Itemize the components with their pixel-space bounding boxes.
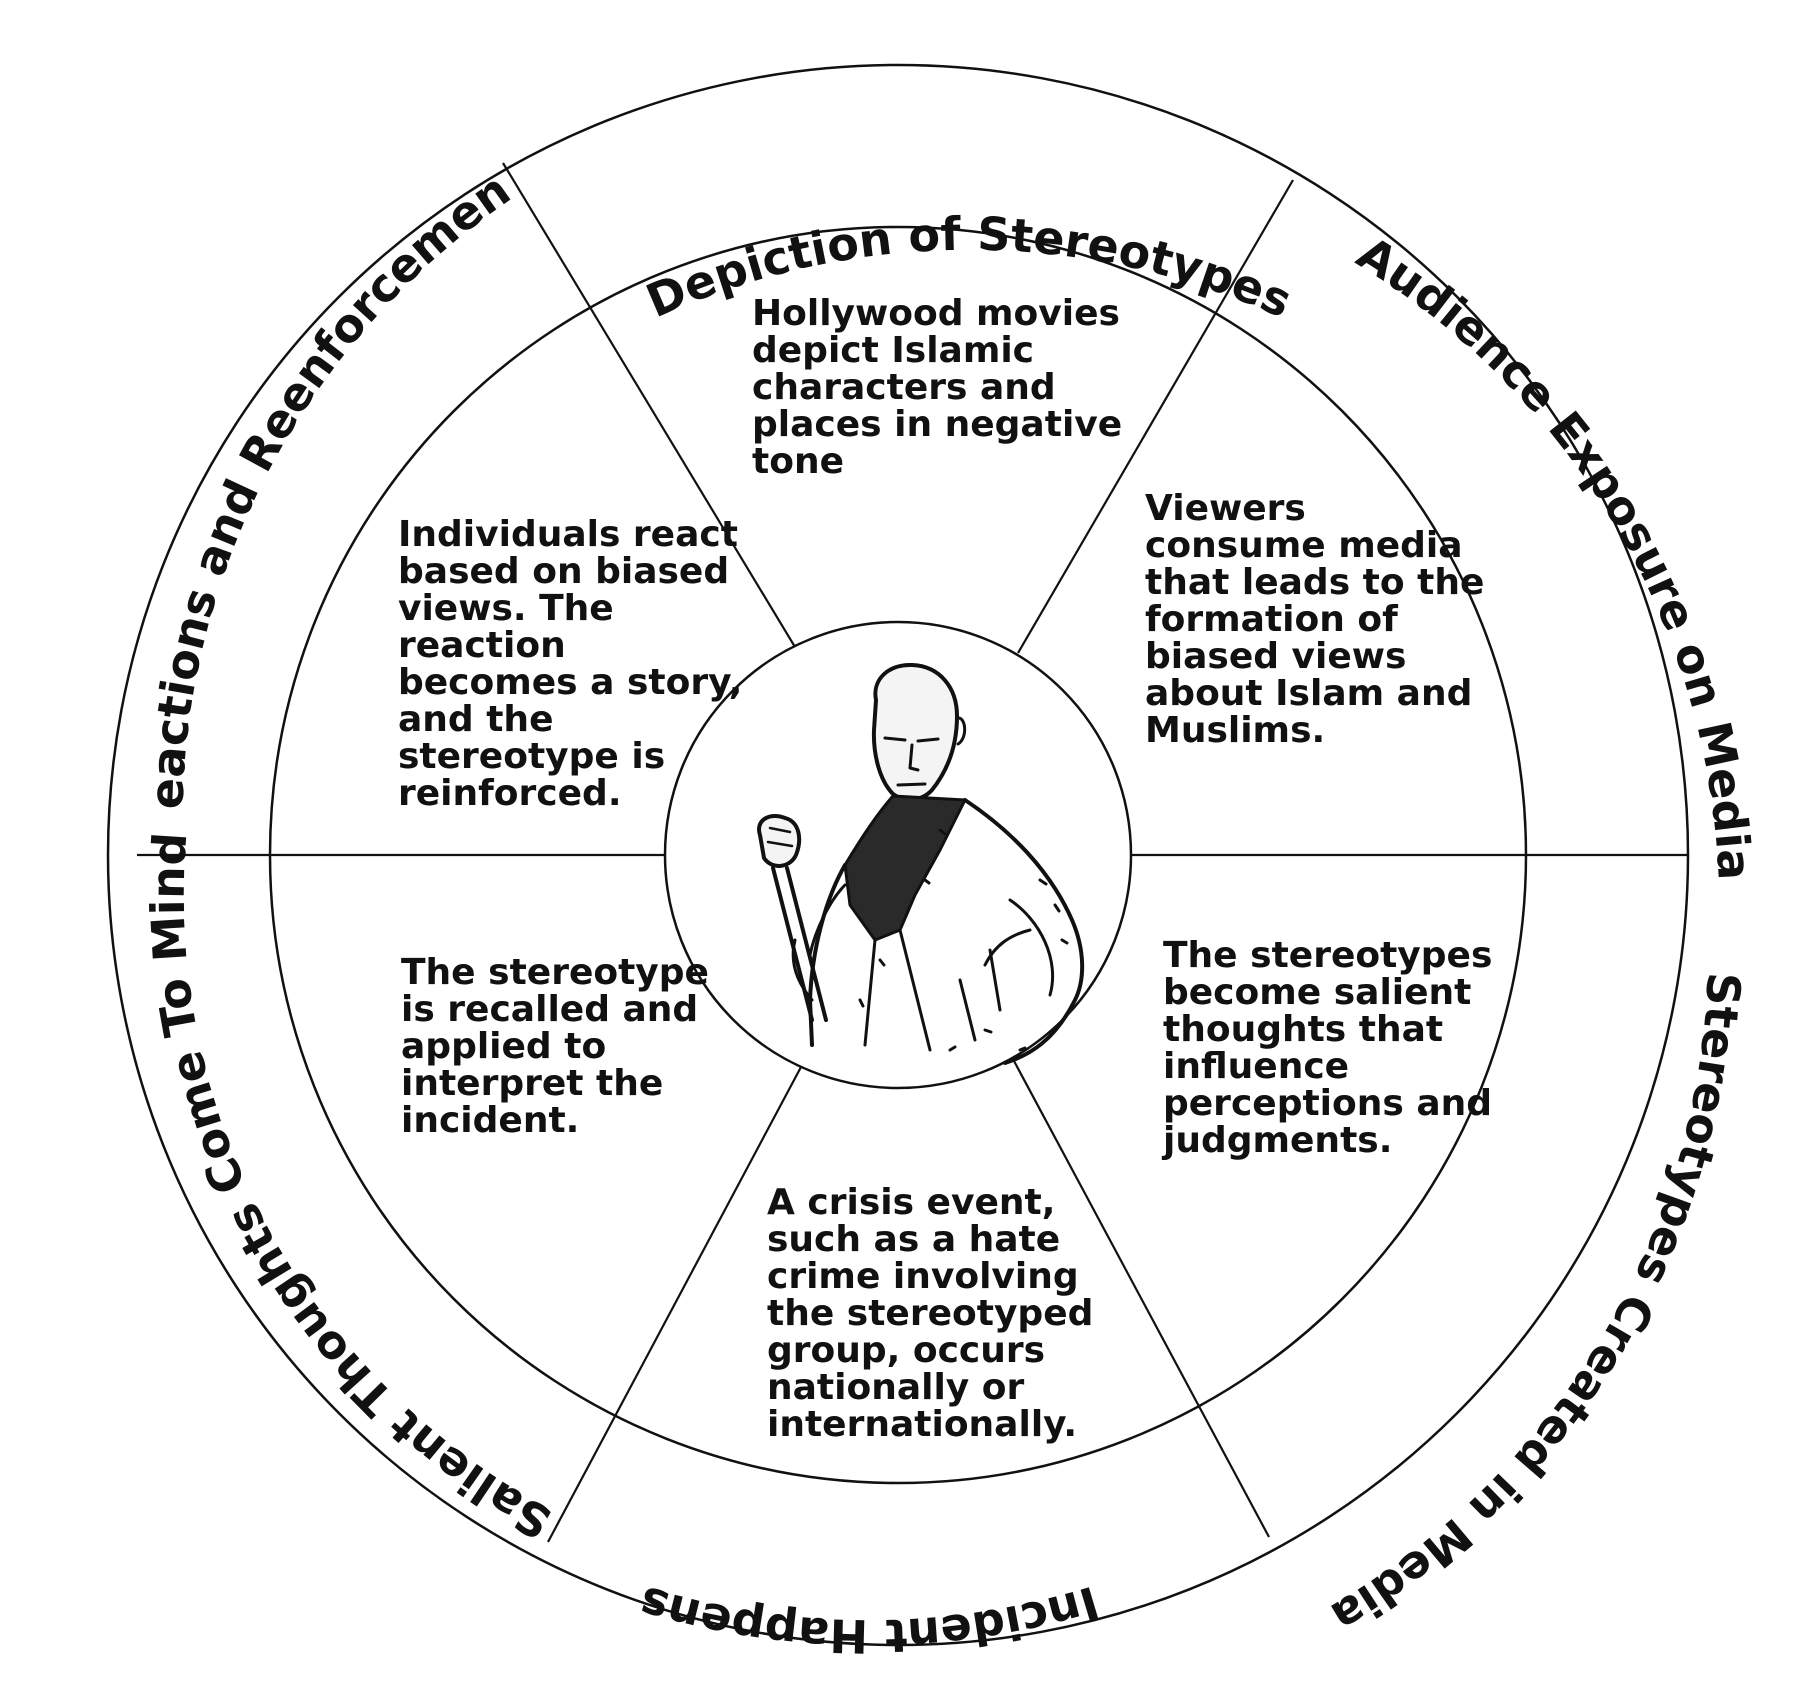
text-line: views. The — [398, 588, 614, 629]
text-line: Hollywood movies — [752, 293, 1120, 334]
segment-text-reactions: Individuals react based on biased views.… — [398, 516, 742, 812]
figure-hand-detail — [766, 826, 794, 848]
text-line: Muslims. — [1145, 710, 1326, 751]
text-line: group, occurs — [767, 1330, 1046, 1371]
text-line: crime involving — [767, 1256, 1079, 1297]
figure-texture — [858, 828, 1069, 1052]
text-line: incident. — [401, 1100, 580, 1141]
text-line: such as a hate — [767, 1219, 1061, 1260]
text-line: Viewers — [1145, 488, 1306, 529]
text-line: reaction — [398, 625, 566, 666]
divider-line — [502, 162, 796, 648]
segment-text-exposure: Viewers consume media that leads to the … — [1145, 490, 1484, 749]
text-line: become salient — [1163, 972, 1472, 1013]
text-line: the stereotyped — [767, 1293, 1094, 1334]
segment-dividers — [137, 162, 1688, 1543]
figure-coat — [808, 798, 1085, 1065]
divider-line — [547, 1066, 802, 1543]
text-line: becomes a story, — [398, 662, 743, 703]
text-line: tone — [752, 441, 844, 482]
text-line: depict Islamic — [752, 330, 1035, 371]
figure-scarf — [843, 794, 967, 942]
text-line: characters and — [752, 367, 1056, 408]
divider-line — [1013, 1060, 1270, 1538]
figure-staff — [771, 866, 828, 1022]
segment-text-incident: A crisis event, such as a hate crime inv… — [767, 1184, 1093, 1443]
text-line: applied to — [401, 1026, 607, 1067]
text-line: nationally or — [767, 1367, 1025, 1408]
center-illustration — [757, 662, 1085, 1065]
text-line: is recalled and — [401, 989, 699, 1030]
text-line: and the — [398, 699, 554, 740]
segment-title-salient: Salient Thoughts Come To Mind — [141, 831, 560, 1550]
figure-hand — [757, 814, 802, 868]
figure-ear — [955, 716, 967, 746]
divider-line — [1017, 179, 1294, 654]
text-line: reinforced. — [398, 773, 622, 814]
figure-face — [883, 736, 940, 787]
text-line: stereotype is — [398, 736, 666, 777]
text-line: perceptions and — [1163, 1083, 1493, 1124]
text-line: that leads to the — [1145, 562, 1485, 603]
figure-head — [871, 662, 959, 802]
text-line: thoughts that — [1163, 1009, 1444, 1050]
text-line: formation of — [1145, 599, 1398, 640]
segment-text-created: The stereotypes become salient thoughts … — [1163, 937, 1492, 1159]
text-line: internationally. — [767, 1404, 1077, 1445]
segment-text-depiction: Hollywood movies depict Islamic characte… — [752, 295, 1122, 480]
text-line: places in negative — [752, 404, 1123, 445]
text-line: The stereotypes — [1163, 935, 1493, 976]
text-line: The stereotype — [401, 952, 709, 993]
text-line: judgments. — [1163, 1120, 1393, 1161]
text-line: A crisis event, — [767, 1182, 1056, 1223]
text-line: interpret the — [401, 1063, 664, 1104]
text-line: based on biased — [398, 551, 730, 592]
text-line: consume media — [1145, 525, 1463, 566]
segment-text-salient: The stereotype is recalled and applied t… — [401, 954, 709, 1139]
text-line: about Islam and — [1145, 673, 1473, 714]
text-line: biased views — [1145, 636, 1407, 677]
figure-coat-detail — [863, 898, 1055, 1052]
text-line: influence — [1163, 1046, 1350, 1087]
segment-title-incident: Incident Happens — [633, 1575, 1105, 1663]
text-line: Individuals react — [398, 514, 738, 555]
